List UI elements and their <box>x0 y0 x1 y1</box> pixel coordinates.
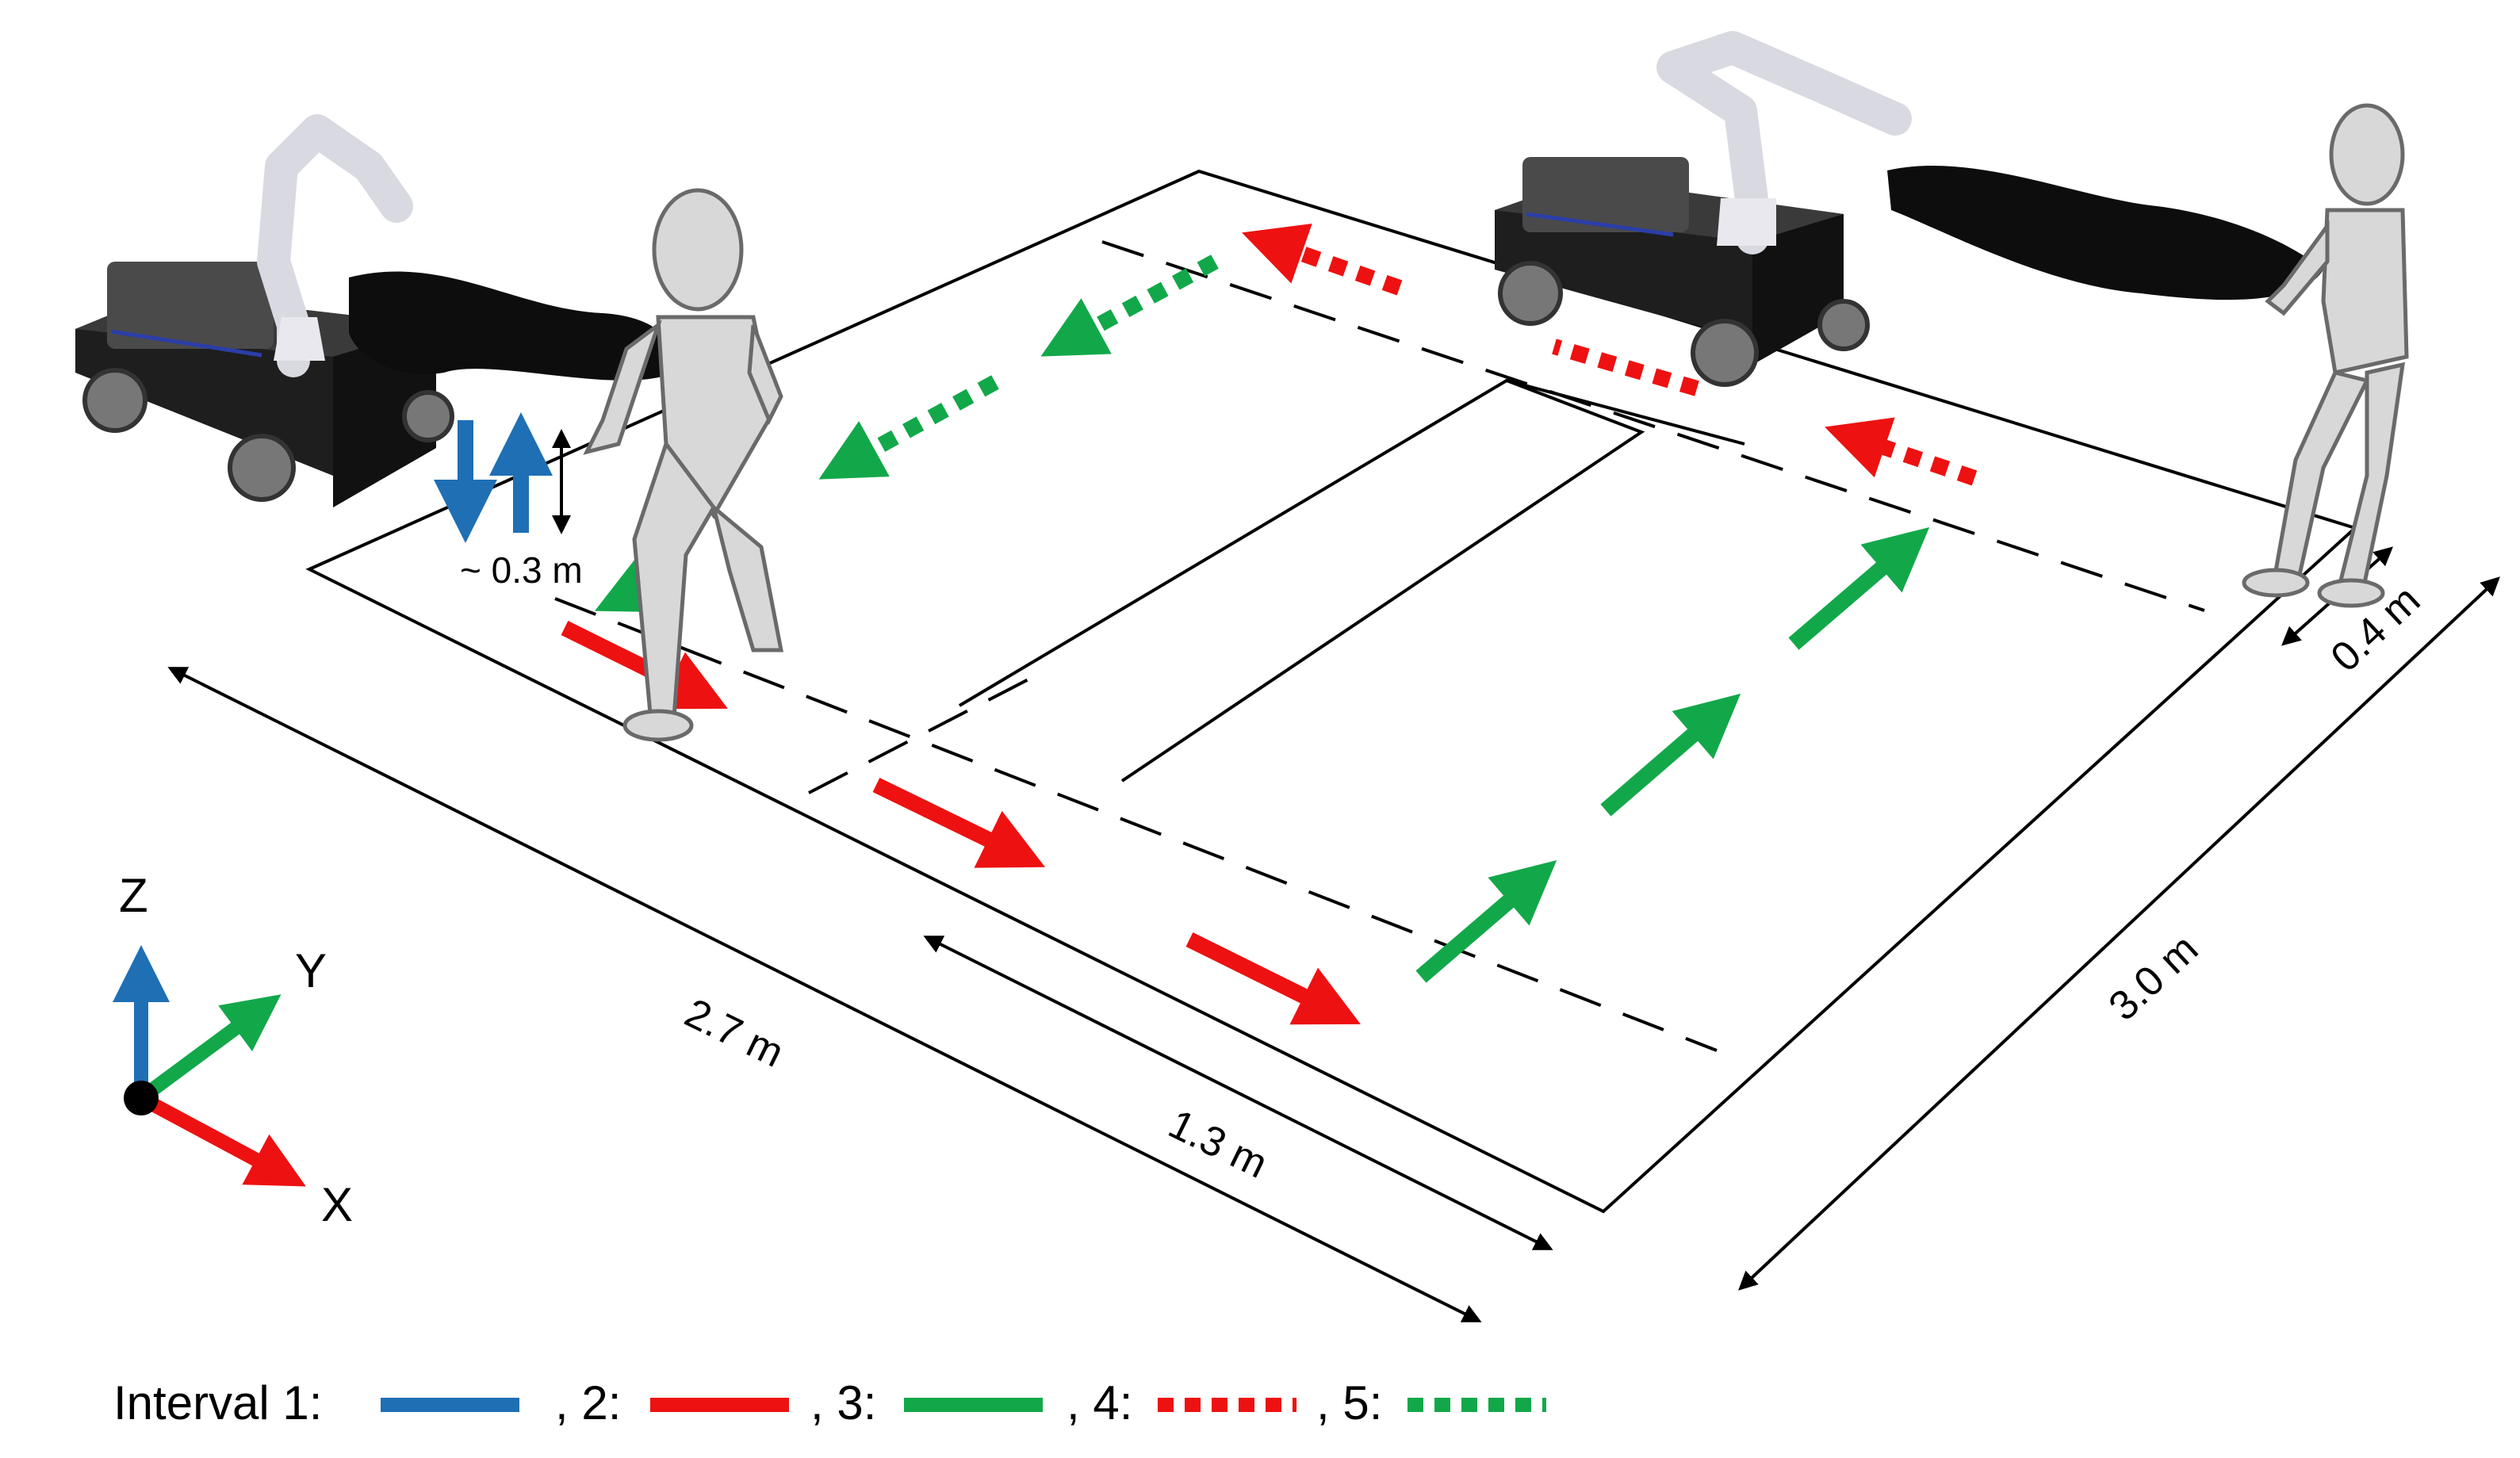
mobile-robot-right <box>1495 31 1912 387</box>
carried-object-right <box>1887 165 2323 300</box>
x-axis-arrow <box>137 1092 306 1187</box>
interval-3-arrows <box>1415 526 1930 983</box>
legend-interval-5-label: , 5: <box>1316 1376 1382 1429</box>
green-dotted-arrow <box>818 375 999 480</box>
y-axis-label: Y <box>295 944 327 997</box>
red-dotted-arrow <box>1242 224 1403 296</box>
human-figure-right <box>2242 103 2409 608</box>
dimension-2-7m <box>167 667 1482 1322</box>
coordinate-axes: Z Y X <box>113 869 353 1231</box>
red-dotted-arrow <box>1552 339 1699 396</box>
green-arrow <box>1788 526 1930 650</box>
z-axis-label: Z <box>119 869 148 922</box>
legend-interval-4-label: , 4: <box>1067 1376 1132 1429</box>
interval-4-arrows <box>1242 224 1978 486</box>
path-dashed-line-1 <box>1101 240 2205 612</box>
lift-height-label: ~ 0.3 m <box>460 549 583 591</box>
width-3-0m-label: 3.0 m <box>2101 926 2208 1030</box>
length-1-3m-label: 1.3 m <box>1162 1101 1274 1188</box>
legend-interval-1-label: Interval 1: <box>113 1376 322 1429</box>
path-dashed-line-2 <box>554 597 1718 1052</box>
x-axis-label: X <box>321 1178 353 1231</box>
y-axis-arrow <box>136 994 281 1104</box>
red-arrow <box>872 778 1045 868</box>
legend: Interval 1: , 2: , 3: , 4: , 5: <box>113 1376 1546 1429</box>
carried-object-left <box>349 271 675 381</box>
legend-interval-3-label: , 3: <box>810 1376 876 1429</box>
green-arrow <box>1415 859 1557 983</box>
dimension-3-0m <box>1738 576 2500 1291</box>
mobile-robot-left <box>75 114 454 507</box>
interval-2-arrows <box>561 621 1361 1025</box>
floor-divider-line <box>1506 379 1745 446</box>
axes-origin <box>124 1081 159 1116</box>
human-figure-left <box>583 188 784 742</box>
legend-interval-2-label: , 2: <box>555 1376 621 1429</box>
green-dotted-arrow <box>1040 254 1219 357</box>
red-arrow <box>1185 932 1361 1025</box>
green-arrow <box>1600 693 1741 817</box>
interval-1-arrows <box>434 412 553 543</box>
length-2-7m-label: 2.7 m <box>678 990 791 1077</box>
red-dotted-arrow <box>1825 417 1978 486</box>
red-arrow <box>561 621 728 710</box>
floor-inner-boundary <box>958 378 1645 783</box>
dimension-1-3m <box>923 936 1553 1250</box>
